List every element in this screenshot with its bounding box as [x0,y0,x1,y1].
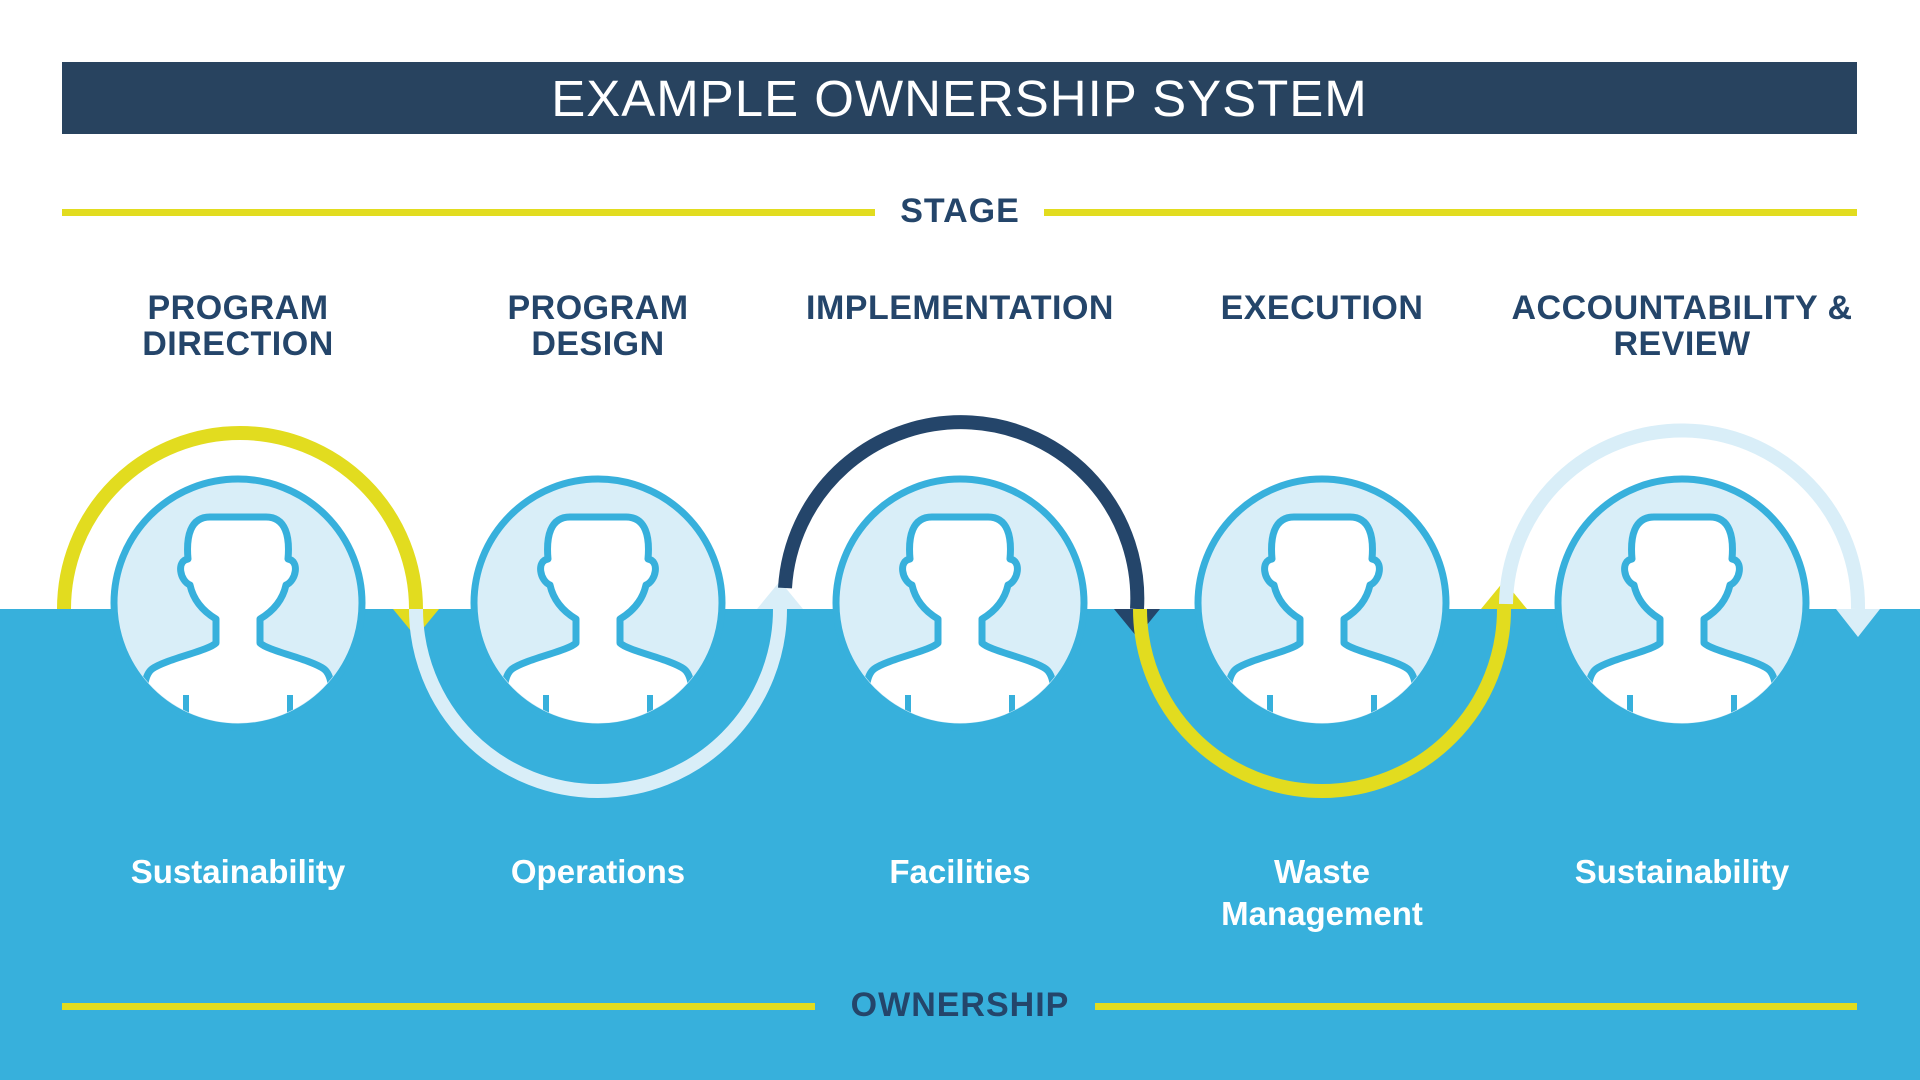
stage-label-program-design: PROGRAM DESIGN [507,289,689,363]
ownership-heading: OWNERSHIP [850,986,1070,1024]
flow-arrowhead-5 [1836,609,1880,637]
person-icon [1558,479,1806,743]
flow-arc-4 [1133,608,1511,798]
person-icon [836,479,1084,743]
stage-label-execution: EXECUTION [1220,289,1424,327]
owner-label-3: Facilities [889,853,1031,890]
ownership-rule-left [62,1003,815,1010]
owner-label-5: Sustainability [1574,853,1790,890]
flow-arc-3 [778,415,1145,610]
stage-label-implementation: IMPLEMENTATION [806,289,1114,327]
ownership-rule-right [1095,1003,1857,1010]
page-title: EXAMPLE OWNERSHIP SYSTEM [551,69,1368,127]
stage-label-accountability-review: ACCOUNTABILITY & REVIEW [1511,289,1853,363]
flow-arc-5 [1499,423,1866,610]
flow-arrowhead-2 [757,581,803,609]
person-icon [474,479,722,743]
owner-label-1: Sustainability [130,853,346,890]
flow-arc-2 [409,608,787,798]
person-icon [114,479,362,743]
owner-label-4: Waste Management [1221,853,1423,932]
owner-label-2: Operations [510,853,686,890]
stage-rule-right [1044,209,1857,216]
title-banner: EXAMPLE OWNERSHIP SYSTEM [62,62,1857,134]
flow-arc-1 [57,426,423,610]
stage-label-program-direction: PROGRAM DIRECTION [142,289,334,363]
stage-rule-left [62,209,875,216]
person-icon [1198,479,1446,743]
stage-heading: STAGE [900,192,1020,230]
